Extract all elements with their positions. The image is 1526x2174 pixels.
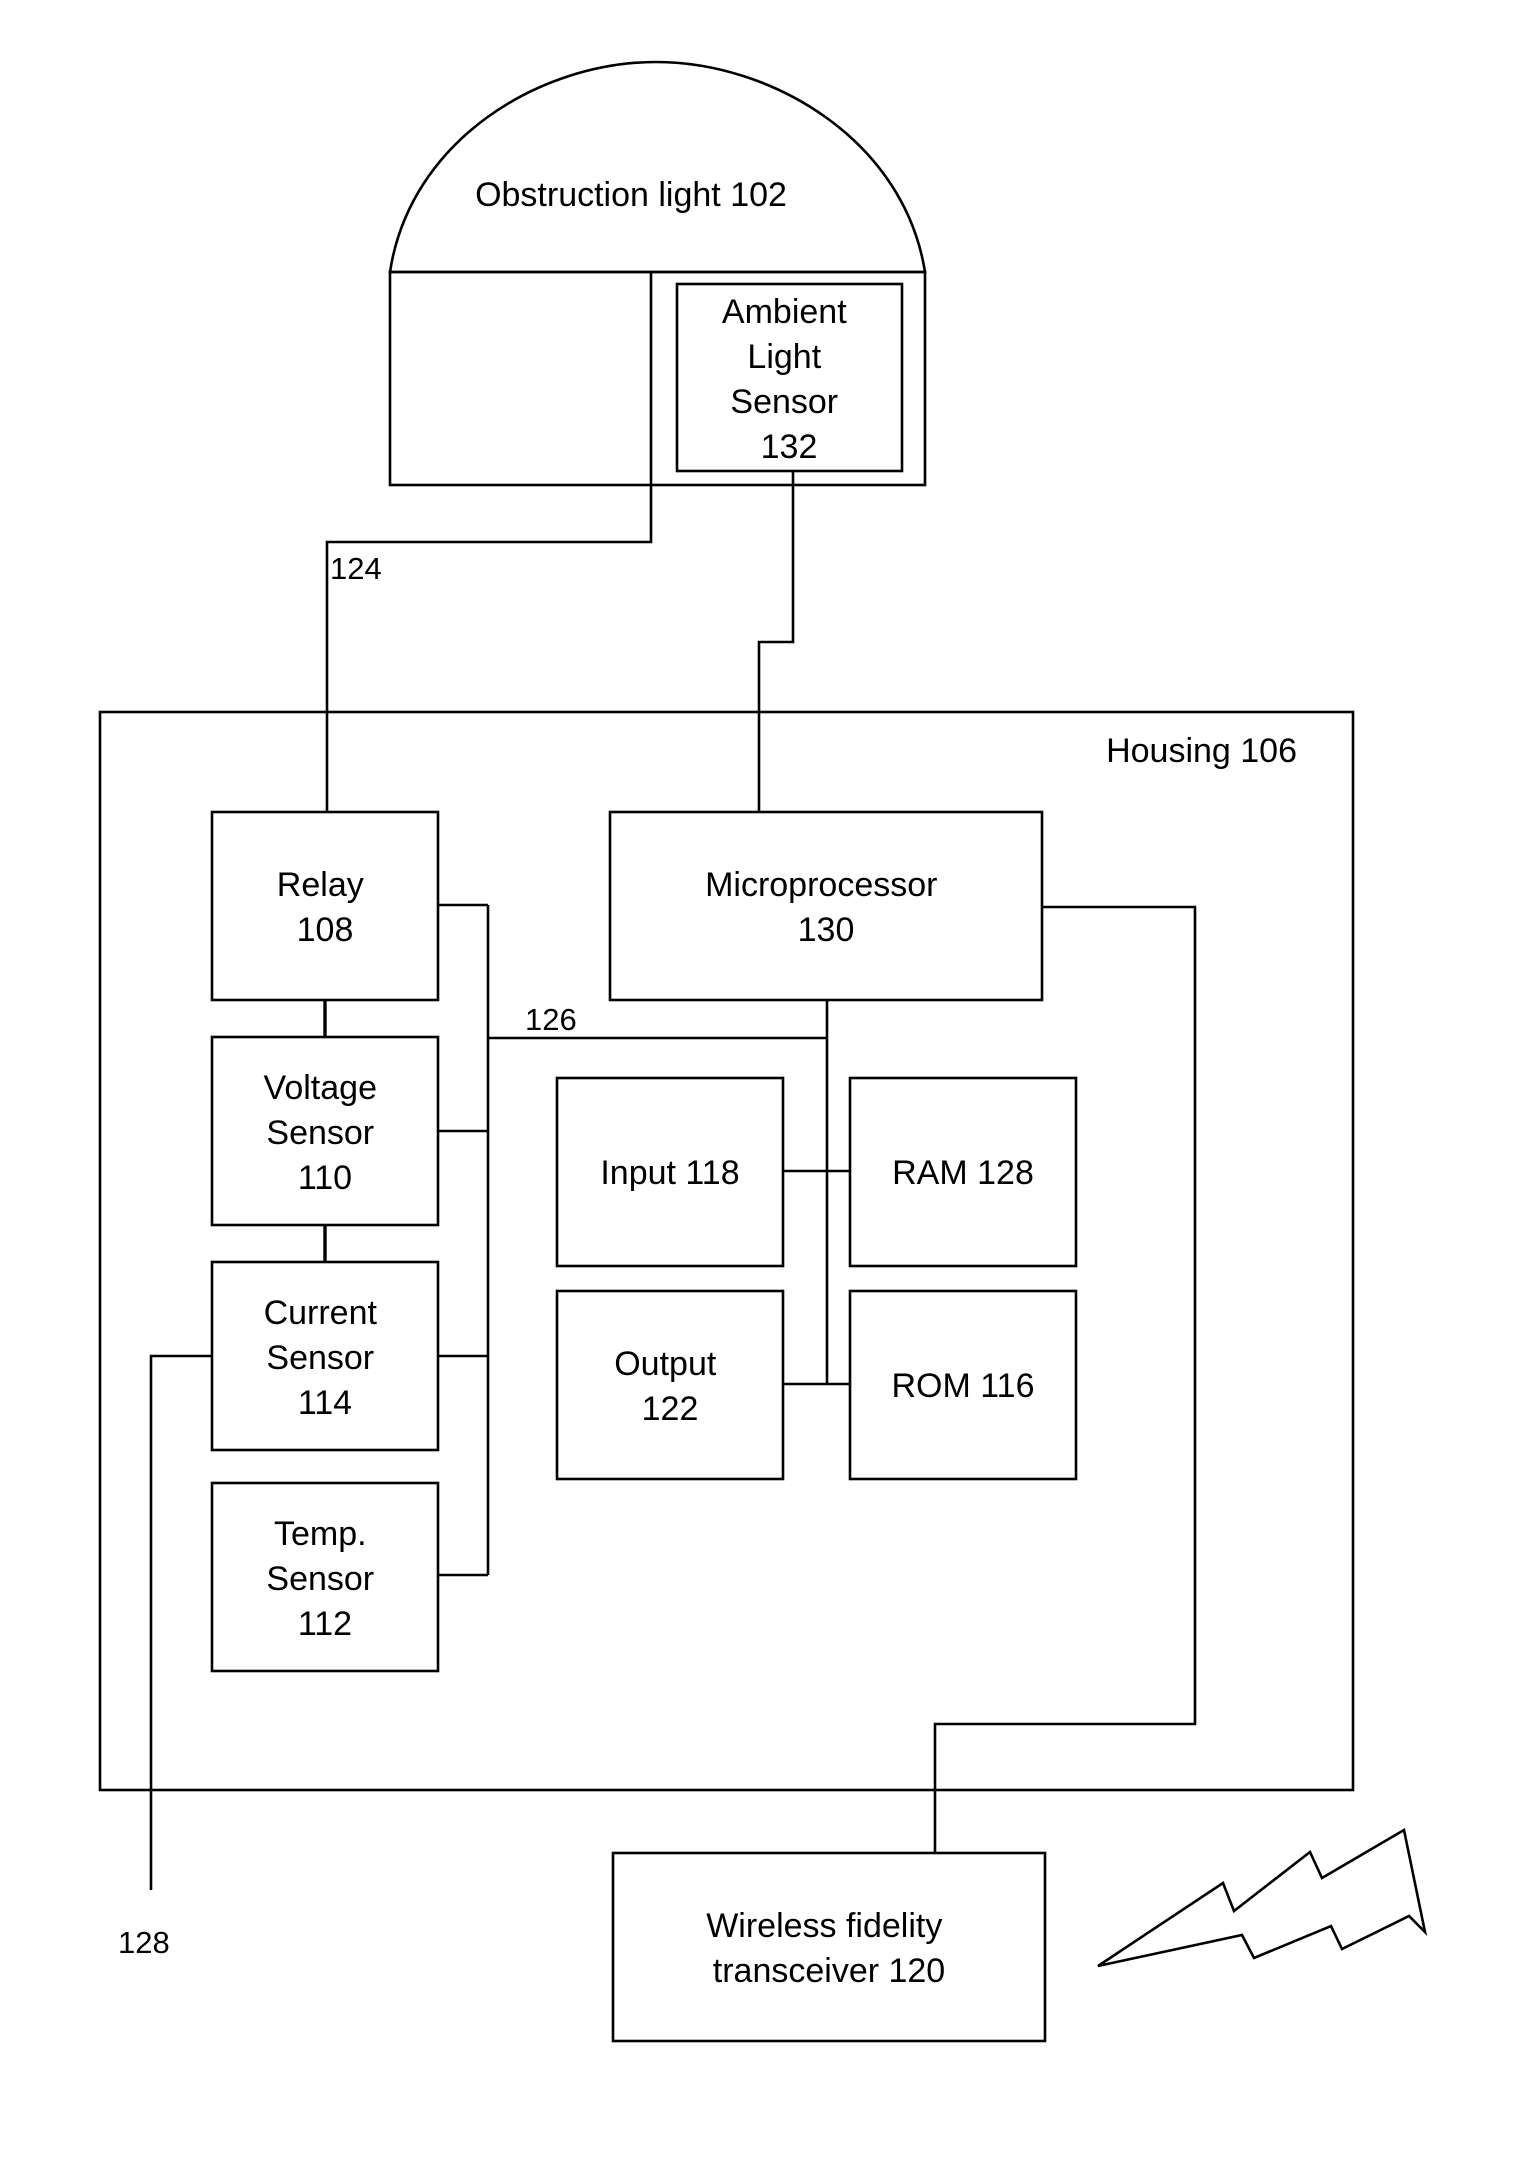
temp-sensor: Temp. Sensor 112 <box>212 1483 438 1671</box>
ambient-light-sensor-line-3: Sensor <box>730 383 838 421</box>
wifi-transceiver-label: Wireless fidelity transceiver 120 <box>706 1907 952 1990</box>
bus-126-label: 126 <box>525 1002 577 1037</box>
ambient-light-sensor-line-1: Ambient <box>722 293 847 331</box>
current-sensor-line-2: Sensor <box>266 1339 374 1377</box>
voltage-sensor-line-1: Voltage <box>264 1069 377 1107</box>
voltage-sensor-line-3: 110 <box>298 1159 352 1197</box>
relay-label: Relay 108 <box>277 866 373 949</box>
relay-line-2: 108 <box>297 911 354 949</box>
ram-label: RAM 128 <box>892 1154 1034 1192</box>
output-label: Output 122 <box>614 1345 726 1428</box>
wifi-transceiver-line-2: transceiver 120 <box>713 1952 945 1990</box>
housing-label: Housing 106 <box>1106 732 1297 770</box>
microprocessor-box <box>610 812 1042 1000</box>
output-line-2: 122 <box>642 1390 699 1428</box>
ambient-light-sensor-label: Ambient Light Sensor 132 <box>722 293 856 466</box>
voltage-sensor-line-2: Sensor <box>266 1114 374 1152</box>
current-sensor-line-3: 114 <box>298 1384 352 1422</box>
relay: Relay 108 <box>212 812 438 1000</box>
current-sensor-label: Current Sensor 114 <box>264 1294 387 1422</box>
current-sensor-line-1: Current <box>264 1294 378 1332</box>
output-line-1: Output <box>614 1345 717 1383</box>
voltage-sensor-label: Voltage Sensor 110 <box>264 1069 387 1197</box>
ram: RAM 128 <box>850 1078 1076 1266</box>
temp-sensor-line-1: Temp. <box>274 1515 367 1553</box>
rom: ROM 116 <box>850 1291 1076 1479</box>
ambient-light-sensor-line-2: Light <box>747 338 821 376</box>
wifi-transceiver-line-1: Wireless fidelity <box>706 1907 942 1945</box>
output-box <box>557 1291 783 1479</box>
temp-sensor-line-3: 112 <box>298 1605 352 1643</box>
external-line-128 <box>151 1356 212 1890</box>
input: Input 118 <box>557 1078 783 1266</box>
temp-sensor-label: Temp. Sensor 112 <box>266 1515 383 1643</box>
power-line-124 <box>327 485 651 812</box>
wifi-transceiver-box <box>613 1853 1045 2041</box>
ambient-sensor-line <box>759 471 793 812</box>
ambient-light-sensor-line-4: 132 <box>761 428 818 466</box>
obstruction-light: Obstruction light 102 <box>390 62 925 485</box>
microprocessor: Microprocessor 130 <box>610 812 1042 1000</box>
bus-126: 126 <box>438 905 850 1575</box>
external-line-128-label: 128 <box>118 1925 170 1960</box>
power-line-124-label: 124 <box>330 551 382 586</box>
temp-sensor-line-2: Sensor <box>266 1560 374 1598</box>
voltage-sensor: Voltage Sensor 110 <box>212 1037 438 1225</box>
microprocessor-line-1: Microprocessor <box>705 866 937 904</box>
input-label: Input 118 <box>600 1154 739 1192</box>
wireless-signal-icon <box>1098 1830 1425 1966</box>
microprocessor-label: Microprocessor 130 <box>705 866 947 949</box>
relay-box <box>212 812 438 1000</box>
current-sensor: Current Sensor 114 <box>212 1262 438 1450</box>
output: Output 122 <box>557 1291 783 1479</box>
obstruction-light-label: Obstruction light 102 <box>475 176 787 214</box>
microprocessor-line-2: 130 <box>798 911 855 949</box>
wifi-transceiver: Wireless fidelity transceiver 120 <box>613 1853 1045 2041</box>
ambient-light-sensor: Ambient Light Sensor 132 <box>677 284 902 471</box>
relay-line-1: Relay <box>277 866 364 904</box>
obstruction-light-dome <box>390 62 925 272</box>
rom-label: ROM 116 <box>892 1367 1035 1405</box>
